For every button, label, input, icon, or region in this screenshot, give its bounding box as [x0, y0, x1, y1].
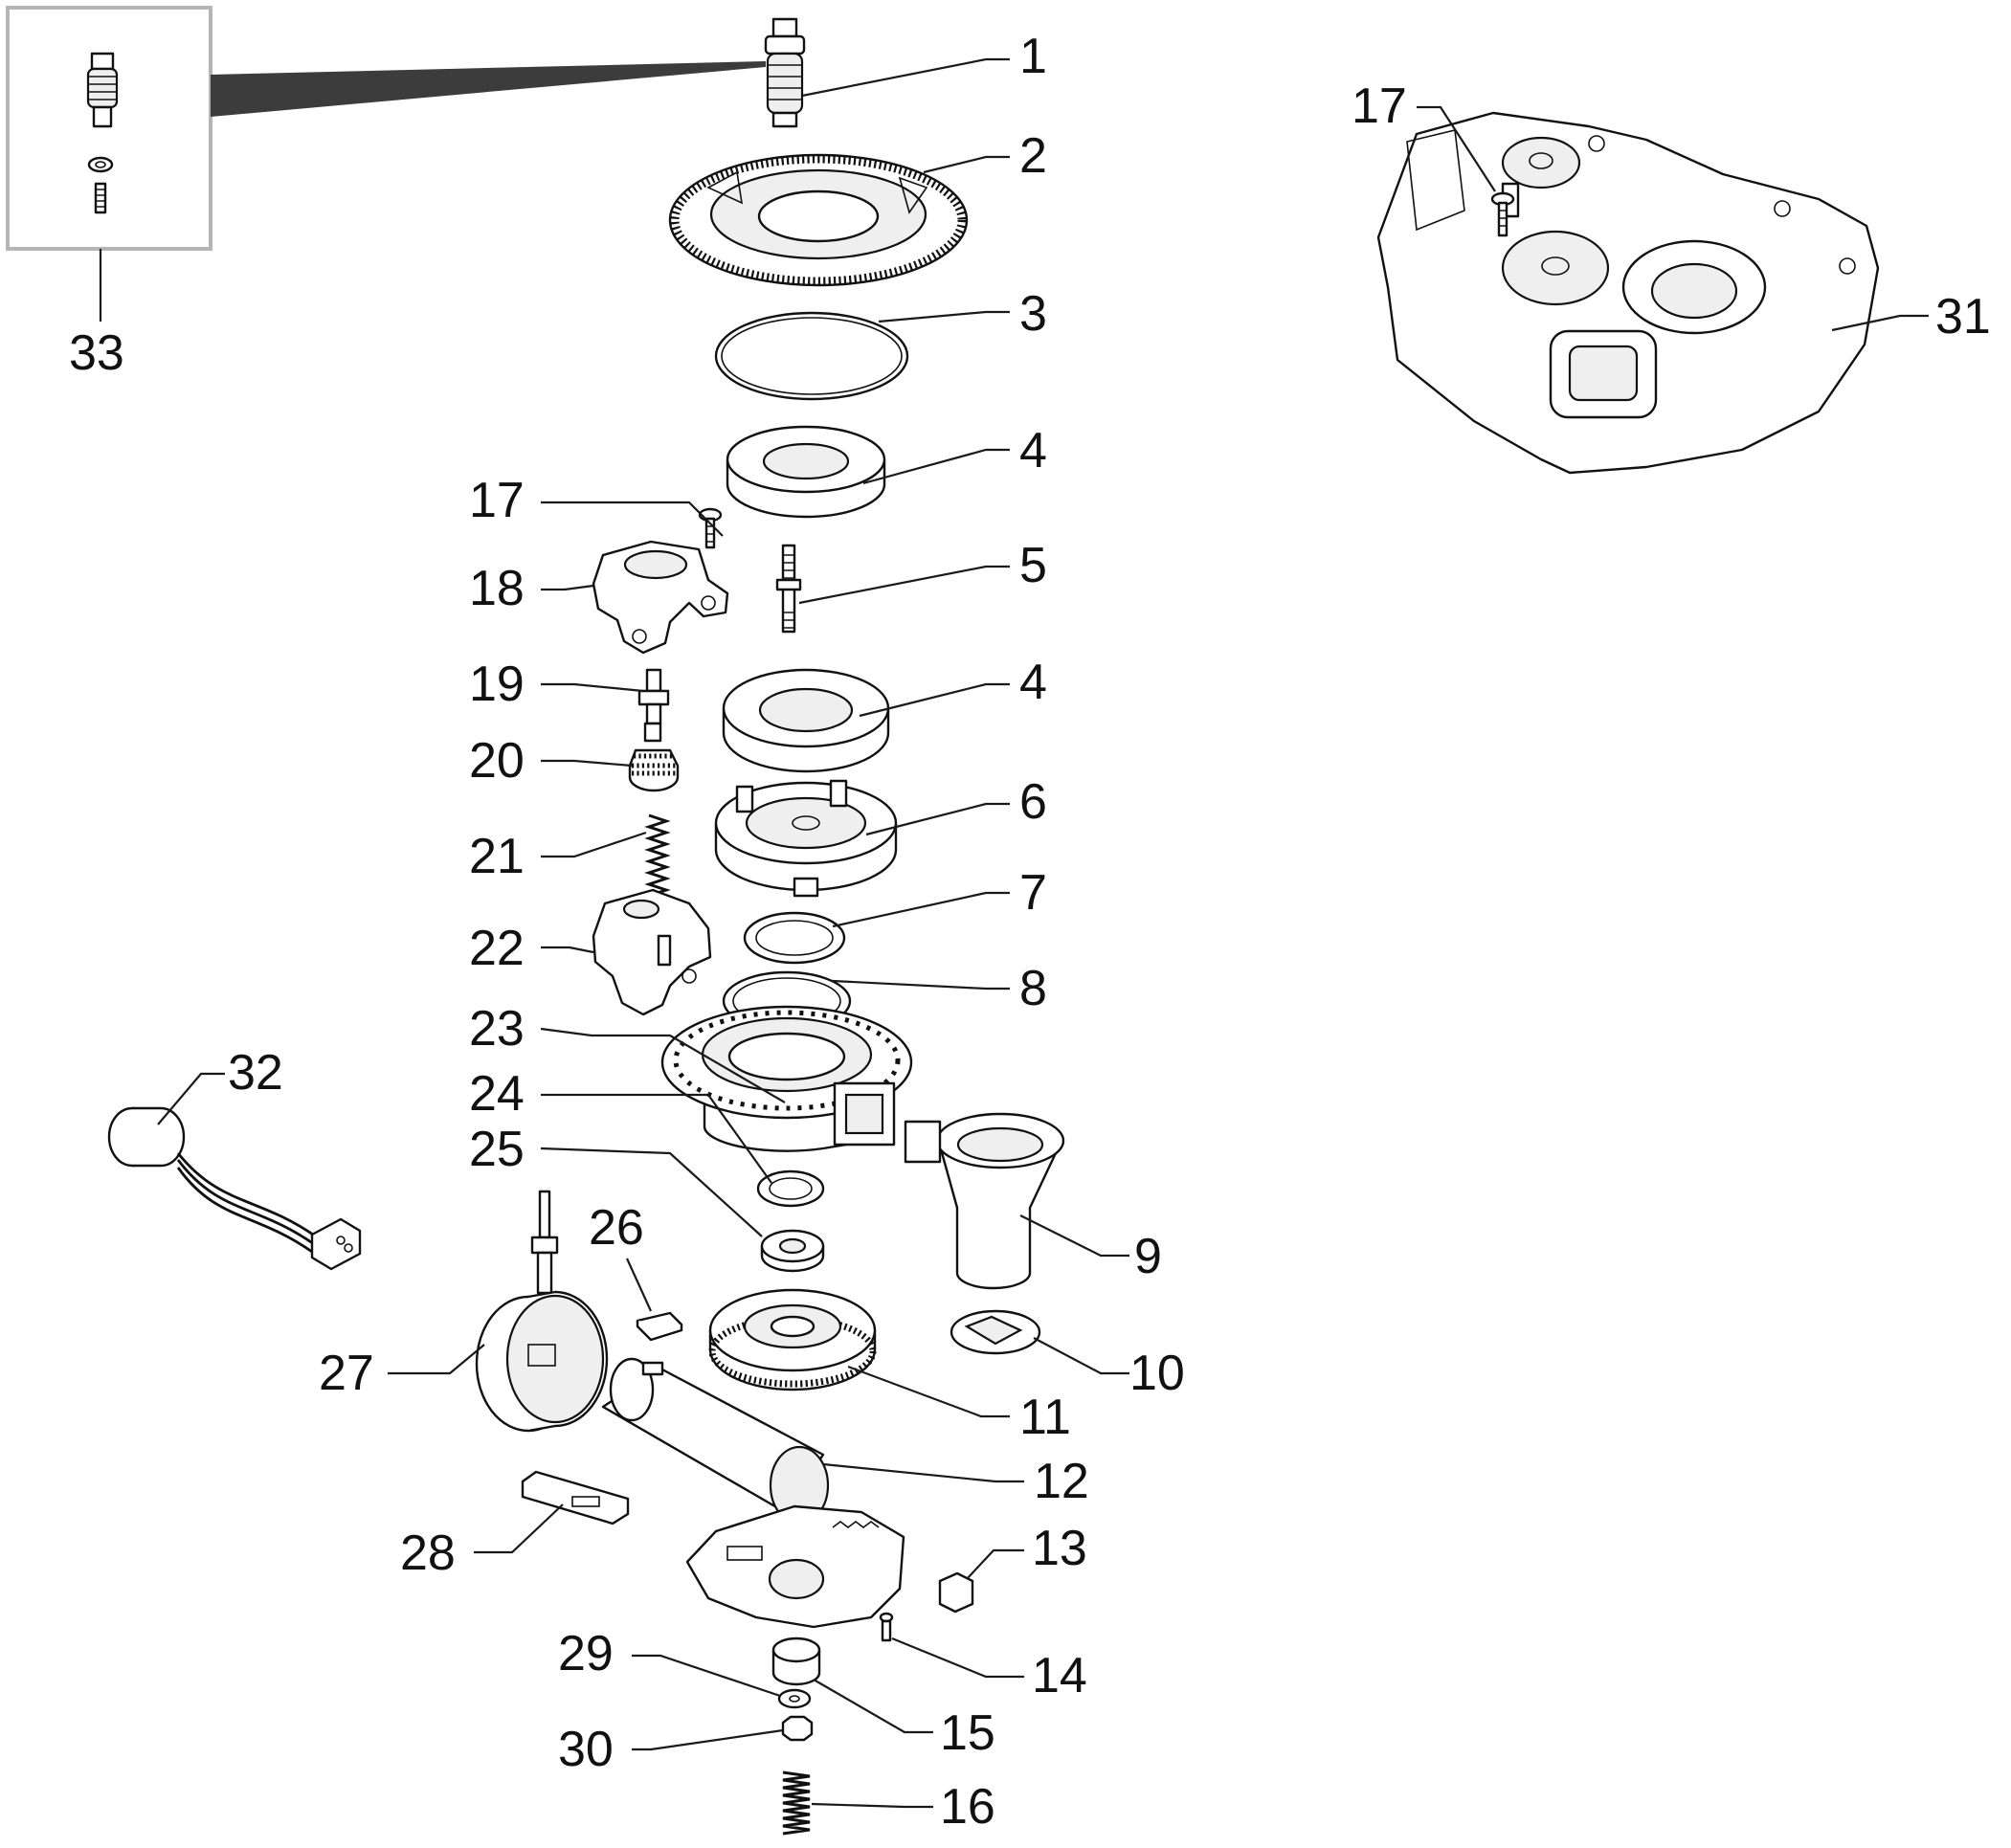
- sleeve-27[interactable]: [388, 1190, 609, 1433]
- callout-31: 31: [1935, 289, 1991, 345]
- callout-28: 28: [400, 1525, 456, 1581]
- callout-2: 2: [1019, 128, 1047, 184]
- callout-6: 6: [1019, 774, 1047, 830]
- bracket-22[interactable]: [541, 888, 712, 1016]
- washer-29[interactable]: [632, 1654, 812, 1709]
- callout-12: 12: [1034, 1454, 1089, 1509]
- callout-21: 21: [469, 829, 525, 884]
- connector-28[interactable]: [474, 1470, 630, 1554]
- callout-16: 16: [940, 1779, 995, 1835]
- callout-5: 5: [1019, 538, 1047, 593]
- bracket-18[interactable]: [541, 540, 729, 655]
- burr-holder-6[interactable]: [714, 779, 1010, 898]
- callout-20: 20: [469, 733, 525, 789]
- ring-7[interactable]: [743, 891, 1010, 965]
- knob-13[interactable]: [938, 1548, 1024, 1614]
- callout-labels: 1 2 3 4 5 4 6 7 8 9 10 11 12 13 14 15 16…: [69, 29, 1991, 1835]
- callout-9: 9: [1134, 1229, 1162, 1284]
- callout-25: 25: [469, 1122, 525, 1177]
- callout-3: 3: [1019, 286, 1047, 342]
- cable-32[interactable]: [107, 1072, 362, 1271]
- seal-24[interactable]: [541, 1093, 825, 1208]
- bearing-ring-4-lower[interactable]: [722, 668, 1010, 773]
- valve-1[interactable]: [764, 17, 1010, 128]
- callout-17-left: 17: [469, 473, 525, 528]
- callout-22: 22: [469, 921, 525, 976]
- callout-7: 7: [1019, 865, 1047, 921]
- callout-19: 19: [469, 657, 525, 712]
- bearing-ring-4-upper[interactable]: [726, 425, 1010, 519]
- gear-housing-31[interactable]: [1376, 111, 1929, 475]
- gearbox-base[interactable]: [685, 1504, 905, 1629]
- callout-4-lower: 4: [1019, 655, 1047, 710]
- callout-14: 14: [1032, 1648, 1087, 1703]
- callout-24: 24: [469, 1066, 525, 1122]
- pin-19[interactable]: [541, 668, 670, 725]
- callout-11: 11: [1019, 1390, 1071, 1445]
- callout-29: 29: [558, 1626, 614, 1681]
- callout-8: 8: [1019, 961, 1047, 1016]
- callout-4-upper: 4: [1019, 423, 1047, 479]
- callout-33: 33: [69, 325, 124, 381]
- screw-14[interactable]: [879, 1612, 1024, 1679]
- callout-1: 1: [1019, 29, 1047, 84]
- spring-16[interactable]: [782, 1770, 933, 1836]
- callout-18: 18: [469, 561, 525, 616]
- callout-30: 30: [558, 1722, 614, 1777]
- callout-32: 32: [228, 1045, 283, 1101]
- callout-17-right: 17: [1352, 78, 1407, 134]
- bushing-25[interactable]: [540, 1147, 825, 1273]
- stud-5[interactable]: [775, 544, 1010, 634]
- callout-27: 27: [319, 1346, 374, 1401]
- callout-10: 10: [1129, 1346, 1185, 1401]
- o-ring-3[interactable]: [714, 310, 1010, 401]
- clip-26[interactable]: [625, 1258, 683, 1342]
- callout-26: 26: [589, 1200, 644, 1256]
- screw-17-left[interactable]: [541, 501, 724, 549]
- seal-10[interactable]: [950, 1309, 1129, 1375]
- kit-inset-33[interactable]: [6, 6, 766, 322]
- small-gear-20[interactable]: [541, 722, 680, 792]
- callout-23: 23: [469, 1001, 525, 1057]
- grinder-body-23[interactable]: [540, 1005, 913, 1152]
- gear-11[interactable]: [708, 1288, 1010, 1418]
- chute-9[interactable]: [904, 1112, 1129, 1290]
- spring-21[interactable]: [541, 813, 671, 898]
- nut-30[interactable]: [632, 1715, 814, 1751]
- callout-13: 13: [1032, 1521, 1087, 1576]
- motor-12[interactable]: [601, 1357, 1024, 1525]
- bushing-15[interactable]: [771, 1636, 933, 1734]
- screw-17-right[interactable]: [1417, 105, 1515, 237]
- callout-15: 15: [940, 1705, 995, 1761]
- gear-ring-2[interactable]: [668, 153, 1010, 287]
